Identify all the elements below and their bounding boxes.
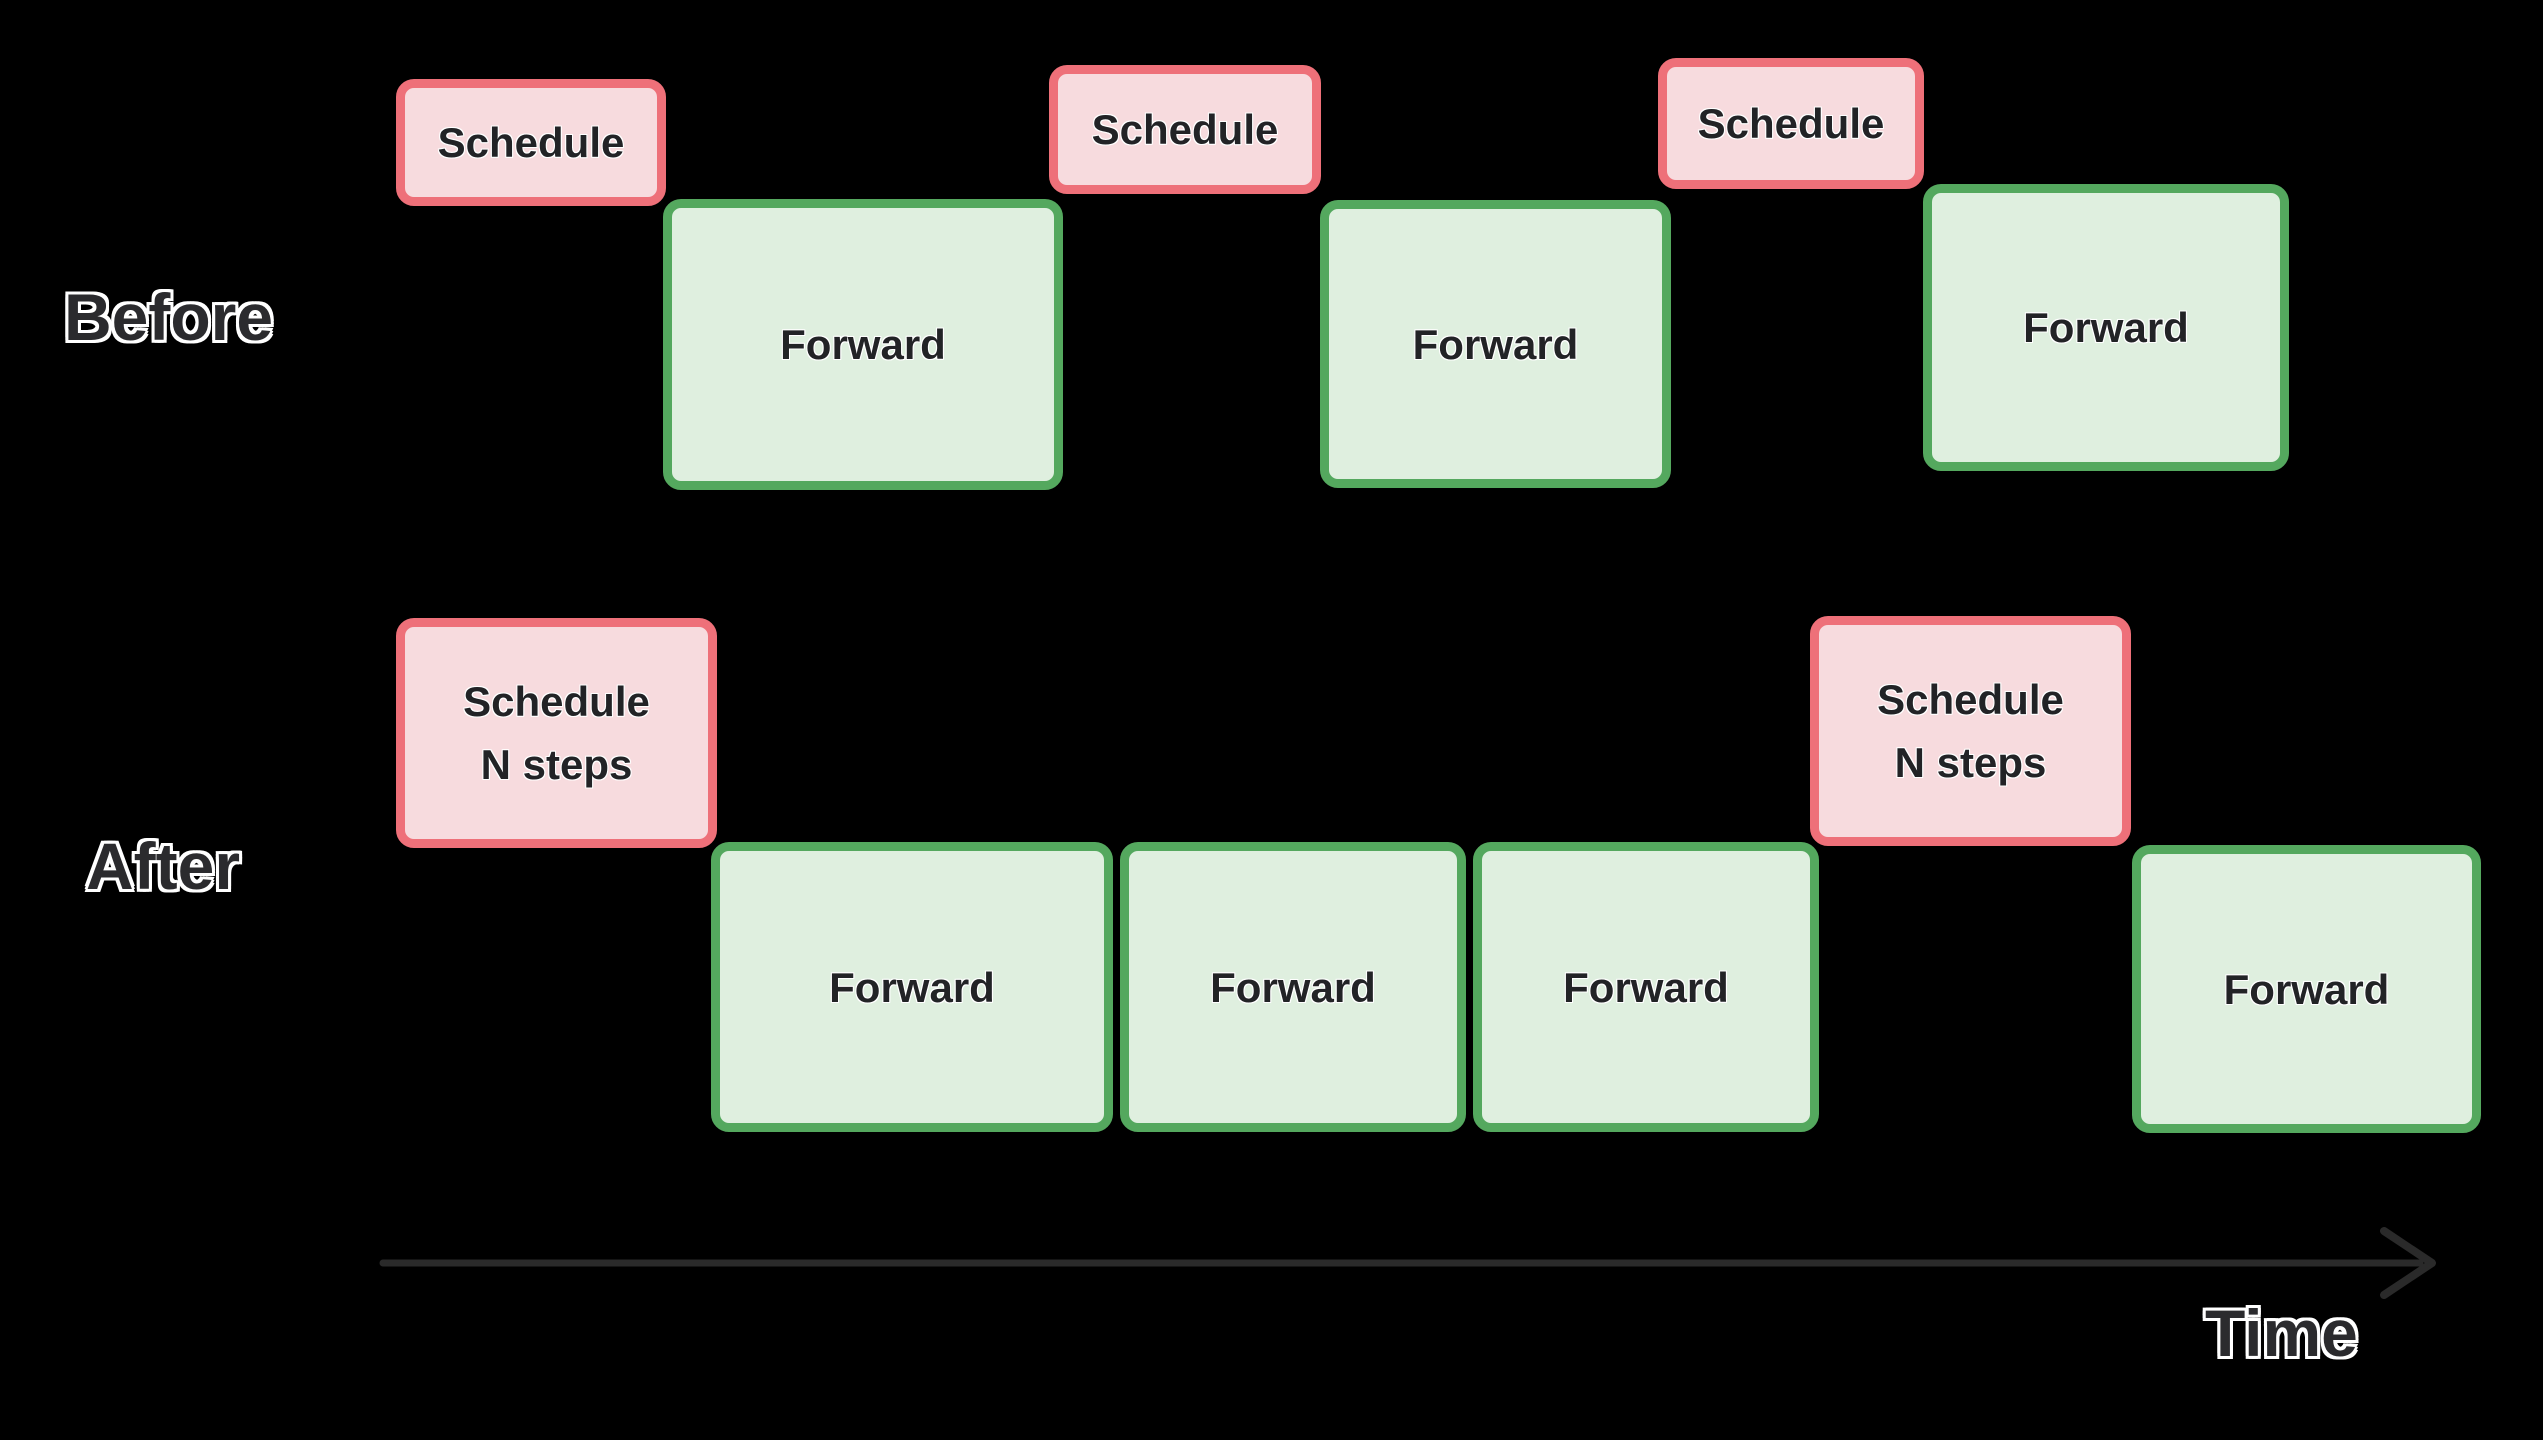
schedule-box: Schedule N steps [1810,616,2131,846]
box-label: Forward [1210,963,1376,1011]
forward-box: Forward [1120,842,1466,1132]
box-label: Forward [1412,320,1579,368]
schedule-box: Schedule [1658,58,1924,189]
schedule-box: Schedule [396,79,666,206]
box-label: Forward [829,963,995,1011]
forward-box: Forward [1473,842,1819,1132]
forward-box: Forward [2132,845,2481,1133]
time-axis-arrowhead-icon [2380,1227,2436,1299]
box-label: Forward [2223,965,2390,1013]
box-label: Schedule N steps [1877,676,2064,786]
box-label: Schedule [1697,100,1885,147]
forward-box: Forward [1923,184,2289,471]
after-row-label: After [86,829,241,903]
time-axis-label: Time [2205,1296,2358,1370]
forward-box: Forward [1320,200,1671,488]
box-label: Schedule [437,119,625,166]
box-label: Schedule N steps [463,678,650,788]
schedule-box: Schedule N steps [396,618,717,848]
forward-box: Forward [711,842,1113,1132]
forward-box: Forward [663,199,1063,490]
box-label: Forward [1563,963,1729,1011]
schedule-box: Schedule [1049,65,1321,194]
box-label: Schedule [1091,106,1279,153]
box-label: Forward [2023,304,2189,351]
box-label: Forward [780,321,946,368]
before-row-label: Before [64,280,274,354]
